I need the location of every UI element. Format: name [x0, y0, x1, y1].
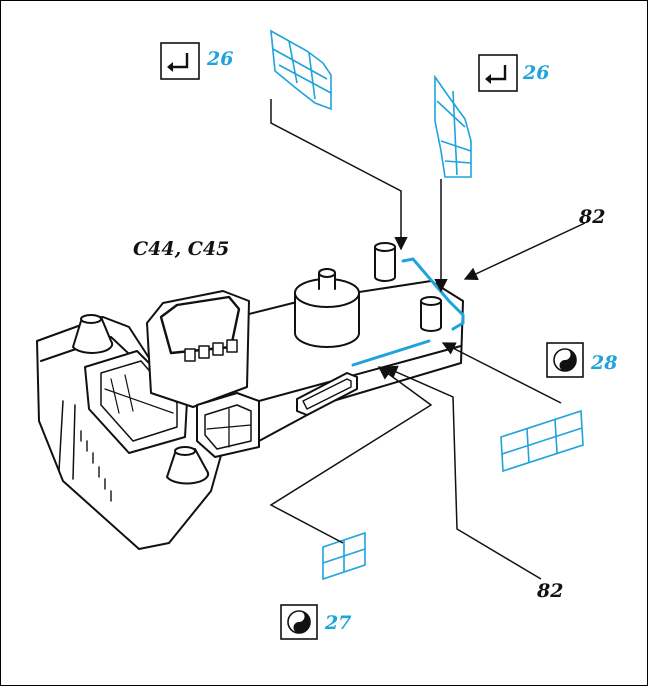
fold-step-number-left: 26 [206, 48, 233, 70]
fold-arrow-icon [160, 42, 200, 80]
decal-part-28 [500, 409, 584, 473]
decal-number-28: 28 [590, 352, 617, 374]
railing-parts [351, 257, 465, 367]
part-number-82-bottom: 82 [536, 580, 563, 602]
part-number-82-top: 82 [578, 206, 605, 228]
decal-part-26-right [434, 74, 472, 178]
superstructure-part [36, 242, 464, 550]
fold-arrow-icon [478, 54, 518, 92]
decal-part-26-left [270, 29, 332, 111]
assembly-label: C44, C45 [133, 238, 229, 260]
fold-step-number-right: 26 [522, 62, 549, 84]
leader-lines [269, 99, 586, 580]
decal-part-27 [322, 531, 366, 581]
decal-number-27: 27 [324, 612, 351, 634]
yin-yang-decal-icon [280, 604, 318, 640]
yin-yang-decal-icon [546, 342, 584, 378]
